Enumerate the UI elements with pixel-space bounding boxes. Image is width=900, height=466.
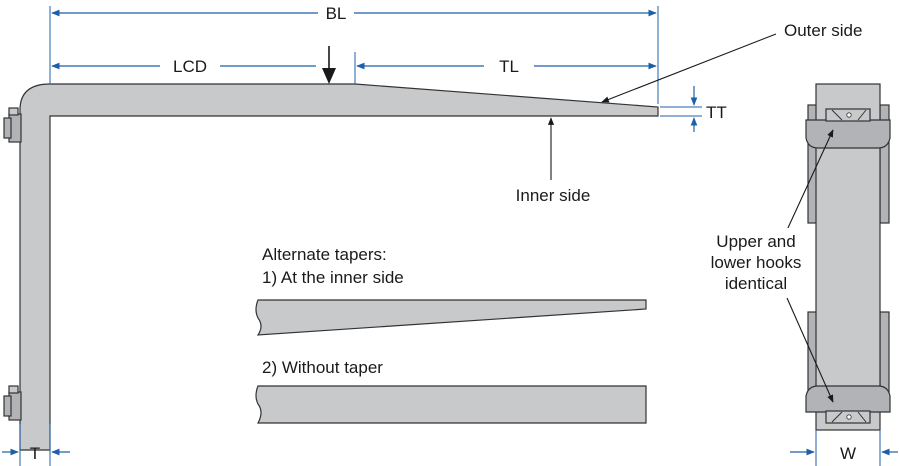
alternate-tapers: Alternate tapers: 1) At the inner side 2… — [255, 245, 647, 424]
tt-label: TT — [706, 103, 727, 122]
hooks-label-line3: identical — [725, 274, 787, 293]
hooks-identical-callout: Upper and lower hooks identical — [702, 129, 834, 403]
upper-hook-front — [805, 108, 891, 149]
load-center-arrow — [322, 46, 336, 84]
hooks-label-line2: lower hooks — [711, 253, 802, 272]
w-label: W — [840, 444, 856, 463]
fork-side-view — [3, 83, 659, 451]
tt-dimension: TT — [660, 86, 727, 132]
alternate-tapers-heading: Alternate tapers: — [262, 245, 387, 264]
lower-hook-front — [805, 385, 891, 424]
taper-inner-side-blade — [255, 299, 647, 336]
bl-label: BL — [326, 4, 347, 23]
taper-inner-side-label: 1) At the inner side — [262, 268, 404, 287]
tl-dimension: TL — [354, 52, 657, 84]
lcd-label: LCD — [173, 57, 207, 76]
bl-dimension: BL — [49, 4, 659, 104]
t-label: T — [30, 444, 40, 463]
lower-hook — [3, 385, 22, 421]
outer-side-callout: Outer side — [601, 21, 862, 103]
inner-side-label: Inner side — [516, 186, 591, 205]
lcd-dimension: LCD — [51, 57, 316, 76]
outer-side-label: Outer side — [784, 21, 862, 40]
w-dimension: W — [790, 430, 898, 466]
hooks-label-line1: Upper and — [716, 232, 795, 251]
fork-body — [19, 83, 659, 451]
no-taper-blade — [255, 385, 647, 424]
inner-side-callout: Inner side — [516, 117, 591, 205]
upper-hook — [3, 107, 22, 143]
tl-label: TL — [499, 57, 519, 76]
fork-front-view — [805, 83, 891, 431]
without-taper-label: 2) Without taper — [262, 358, 383, 377]
t-dimension: T — [2, 424, 70, 466]
